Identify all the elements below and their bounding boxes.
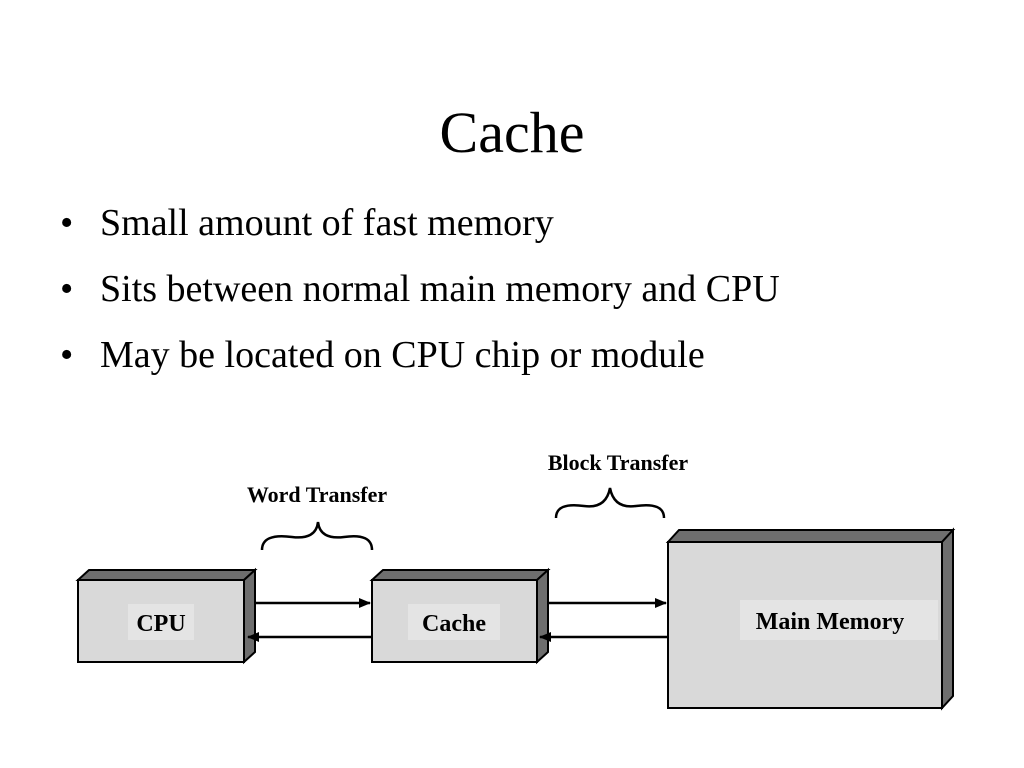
- bullet-item: • Sits between normal main memory and CP…: [60, 256, 780, 322]
- cpu-label: CPU: [136, 611, 185, 637]
- block-transfer-brace-icon: [554, 487, 666, 519]
- cache-box: Cache: [369, 567, 551, 665]
- main-memory-box-top: [665, 529, 956, 543]
- cpu-box-side: [243, 567, 256, 665]
- main-memory-box: Main Memory: [665, 527, 956, 711]
- bullet-text: May be located on CPU chip or module: [100, 334, 705, 376]
- bullet-dot-icon: •: [60, 202, 74, 244]
- cache-box-top: [369, 569, 551, 581]
- main-memory-label-bg: [740, 600, 938, 640]
- block-transfer-label: Block Transfer: [548, 450, 689, 475]
- bullet-text: Small amount of fast memory: [100, 202, 554, 244]
- slide-title: Cache: [439, 100, 585, 165]
- main-memory-label: Main Memory: [756, 609, 905, 635]
- word-transfer-label: Word Transfer: [247, 482, 388, 507]
- cpu-box-top: [75, 569, 258, 581]
- bullet-item: • Small amount of fast memory: [60, 190, 780, 256]
- cache-label-bg: [408, 604, 500, 640]
- bullet-text: Sits between normal main memory and CPU: [100, 268, 780, 310]
- cache-label: Cache: [422, 611, 486, 637]
- bullet-dot-icon: •: [60, 334, 74, 376]
- main-memory-box-side: [941, 527, 954, 711]
- cpu-box: CPU: [75, 567, 258, 665]
- word-transfer-brace-icon: [260, 521, 374, 551]
- bullet-item: • May be located on CPU chip or module: [60, 322, 780, 388]
- cpu-label-bg: [128, 604, 194, 640]
- bullet-list: • Small amount of fast memory • Sits bet…: [60, 190, 780, 388]
- cache-box-side: [536, 567, 549, 665]
- bullet-dot-icon: •: [60, 268, 74, 310]
